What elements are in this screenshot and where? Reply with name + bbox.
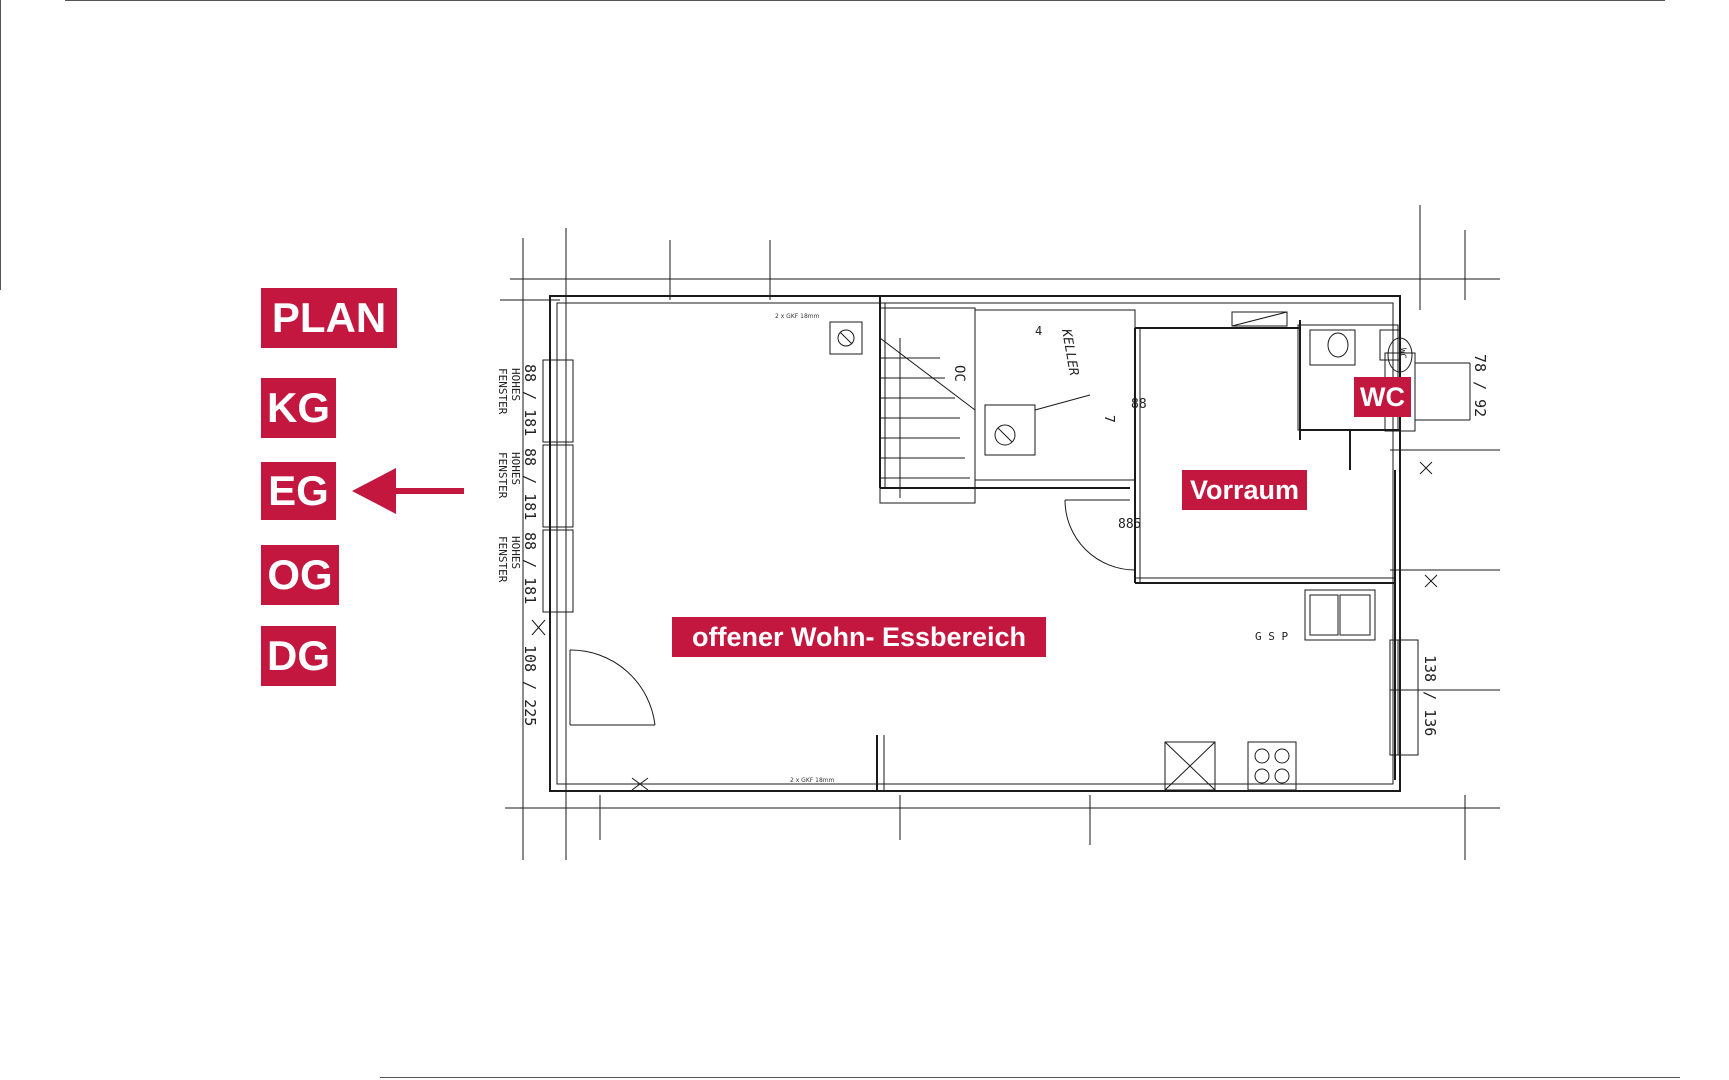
window-label-right-top: 78 / 92: [1471, 354, 1489, 417]
door-88-label: 88: [1131, 397, 1147, 412]
gkf-top-label: 2 x GKF 18mm: [775, 313, 820, 320]
window-hohes-2: HOHES: [509, 452, 522, 485]
window-hohes-1: HOHES: [509, 368, 522, 401]
window-label-1: 88 / 181: [521, 364, 539, 436]
window-fenster-3: FENSTER: [496, 536, 509, 583]
window-fenster-1: FENSTER: [496, 368, 509, 415]
current-floor-arrow-icon: [352, 468, 464, 514]
nav-dg[interactable]: DG: [261, 626, 336, 686]
window-label-right-bottom: 138 / 136: [1421, 655, 1439, 736]
nav-kg[interactable]: KG: [261, 378, 336, 438]
door-label-left: 108 / 225: [521, 645, 539, 726]
nav-plan[interactable]: PLAN: [261, 288, 397, 348]
nav-og[interactable]: OG: [261, 545, 339, 605]
window-label-2: 88 / 181: [521, 448, 539, 520]
window-fenster-2: FENSTER: [496, 452, 509, 499]
scan-bottom-edge: [380, 1077, 1680, 1078]
door-885-label: 885: [1118, 517, 1141, 532]
window-hohes-3: HOHES: [509, 536, 522, 569]
gsp-label: G S P: [1255, 630, 1288, 643]
wc-plan-label: WC: [1397, 348, 1407, 359]
room-label-wc: WC: [1354, 377, 1411, 417]
gkf-bottom-label: 2 x GKF 18mm: [790, 777, 835, 784]
room-label-hall: Vorraum: [1182, 470, 1307, 510]
nav-eg[interactable]: EG: [261, 462, 336, 520]
stair-step-7: 7: [1101, 415, 1116, 423]
window-label-3: 88 / 181: [521, 532, 539, 604]
room-label-living: offener Wohn- Essbereich: [672, 617, 1046, 657]
scan-top-edge: [65, 0, 1665, 1]
scan-left-edge: [0, 0, 1, 290]
keller-label: KELLER: [1058, 327, 1081, 377]
stair-step-4: 4: [1035, 324, 1042, 338]
stair-oc-label: OC: [951, 365, 967, 382]
